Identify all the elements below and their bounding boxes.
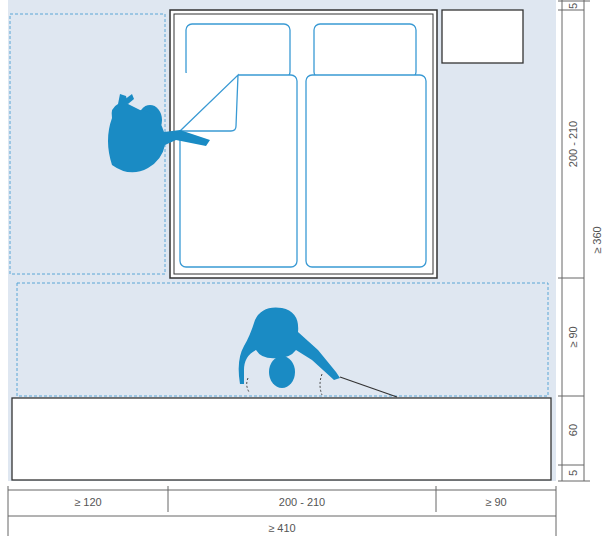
dimension-label: ≥ 120 [74,497,101,508]
swing-mark [320,374,322,395]
bed-frame [170,10,437,278]
pillow [314,24,416,78]
dimension-label: 200 - 210 [568,121,579,167]
nightstand [442,10,523,63]
duvet [306,75,426,267]
dimension-label: ≥ 90 [485,497,506,508]
swing-mark [247,378,249,392]
pillow [186,24,290,78]
dimension-label: ≥ 90 [568,326,579,347]
dimension-label: 60 [568,424,579,436]
dimension-label: 5 [568,470,579,476]
dimension-lines [558,0,590,481]
dimension-label: 5 [568,2,579,8]
folded-corner [180,75,238,131]
person-figure [239,308,340,389]
dimension-label: ≥ 360 [592,226,603,253]
clearance-zone [17,283,548,396]
person-figure [108,94,210,172]
bed-frame [174,14,433,274]
wardrobe [12,398,551,480]
fold-cover [178,73,238,131]
dimension-label: ≥ 410 [268,523,295,534]
dimension-lines [8,486,556,536]
door-leaf [340,377,397,397]
dimension-label: 200 - 210 [279,497,325,508]
floor-area [8,0,556,481]
